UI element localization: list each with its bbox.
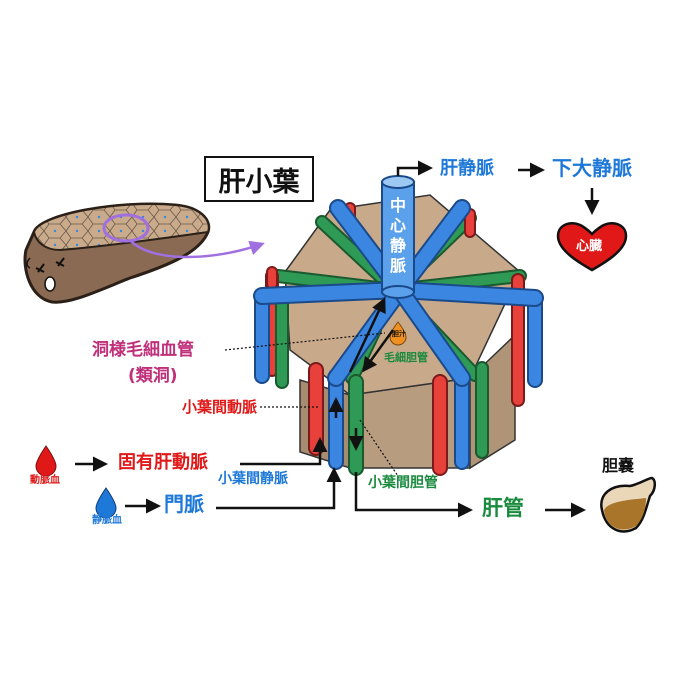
hepatic-vein-label: 肝静脈 xyxy=(440,160,494,178)
liver-icon xyxy=(25,204,209,302)
proper-hepatic-artery-label: 固有肝動脈 xyxy=(118,454,208,472)
bile-canaliculus-label: 毛細胆管 xyxy=(384,352,428,363)
arterial-blood-drop-icon xyxy=(36,446,56,476)
central-vein-char: 静 xyxy=(389,236,407,256)
central-vein-char: 脈 xyxy=(389,256,407,276)
page-title: 肝小葉 xyxy=(204,156,314,202)
arterial-blood-label: 動脈血 xyxy=(30,476,60,486)
central-vein-char: 中 xyxy=(389,196,407,216)
heart-label: 心臓 xyxy=(576,240,602,253)
sinusoid-label: 洞様毛細血管 xyxy=(92,342,194,359)
ivc-label: 下大静脈 xyxy=(552,158,632,178)
central-vein-char: 心 xyxy=(389,216,407,236)
gallbladder-icon xyxy=(601,478,654,531)
bile-label: 胆汁 xyxy=(392,331,406,338)
gallbladder-label: 胆嚢 xyxy=(602,458,634,474)
portal-vein-label: 門脈 xyxy=(164,494,204,514)
sinusoid-alt-label: (類洞) xyxy=(128,368,178,385)
hepatic-duct-label: 肝管 xyxy=(482,498,524,519)
venous-blood-drop-icon xyxy=(96,488,116,518)
venous-blood-label: 静脈血 xyxy=(92,516,122,526)
interlobular-bile-duct-label: 小葉間胆管 xyxy=(368,476,438,490)
interlobular-vein-label: 小葉間静脈 xyxy=(218,472,288,486)
interlobular-artery-label: 小葉間動脈 xyxy=(182,400,257,415)
central-vein-label: 中 心 静 脈 xyxy=(389,196,407,276)
